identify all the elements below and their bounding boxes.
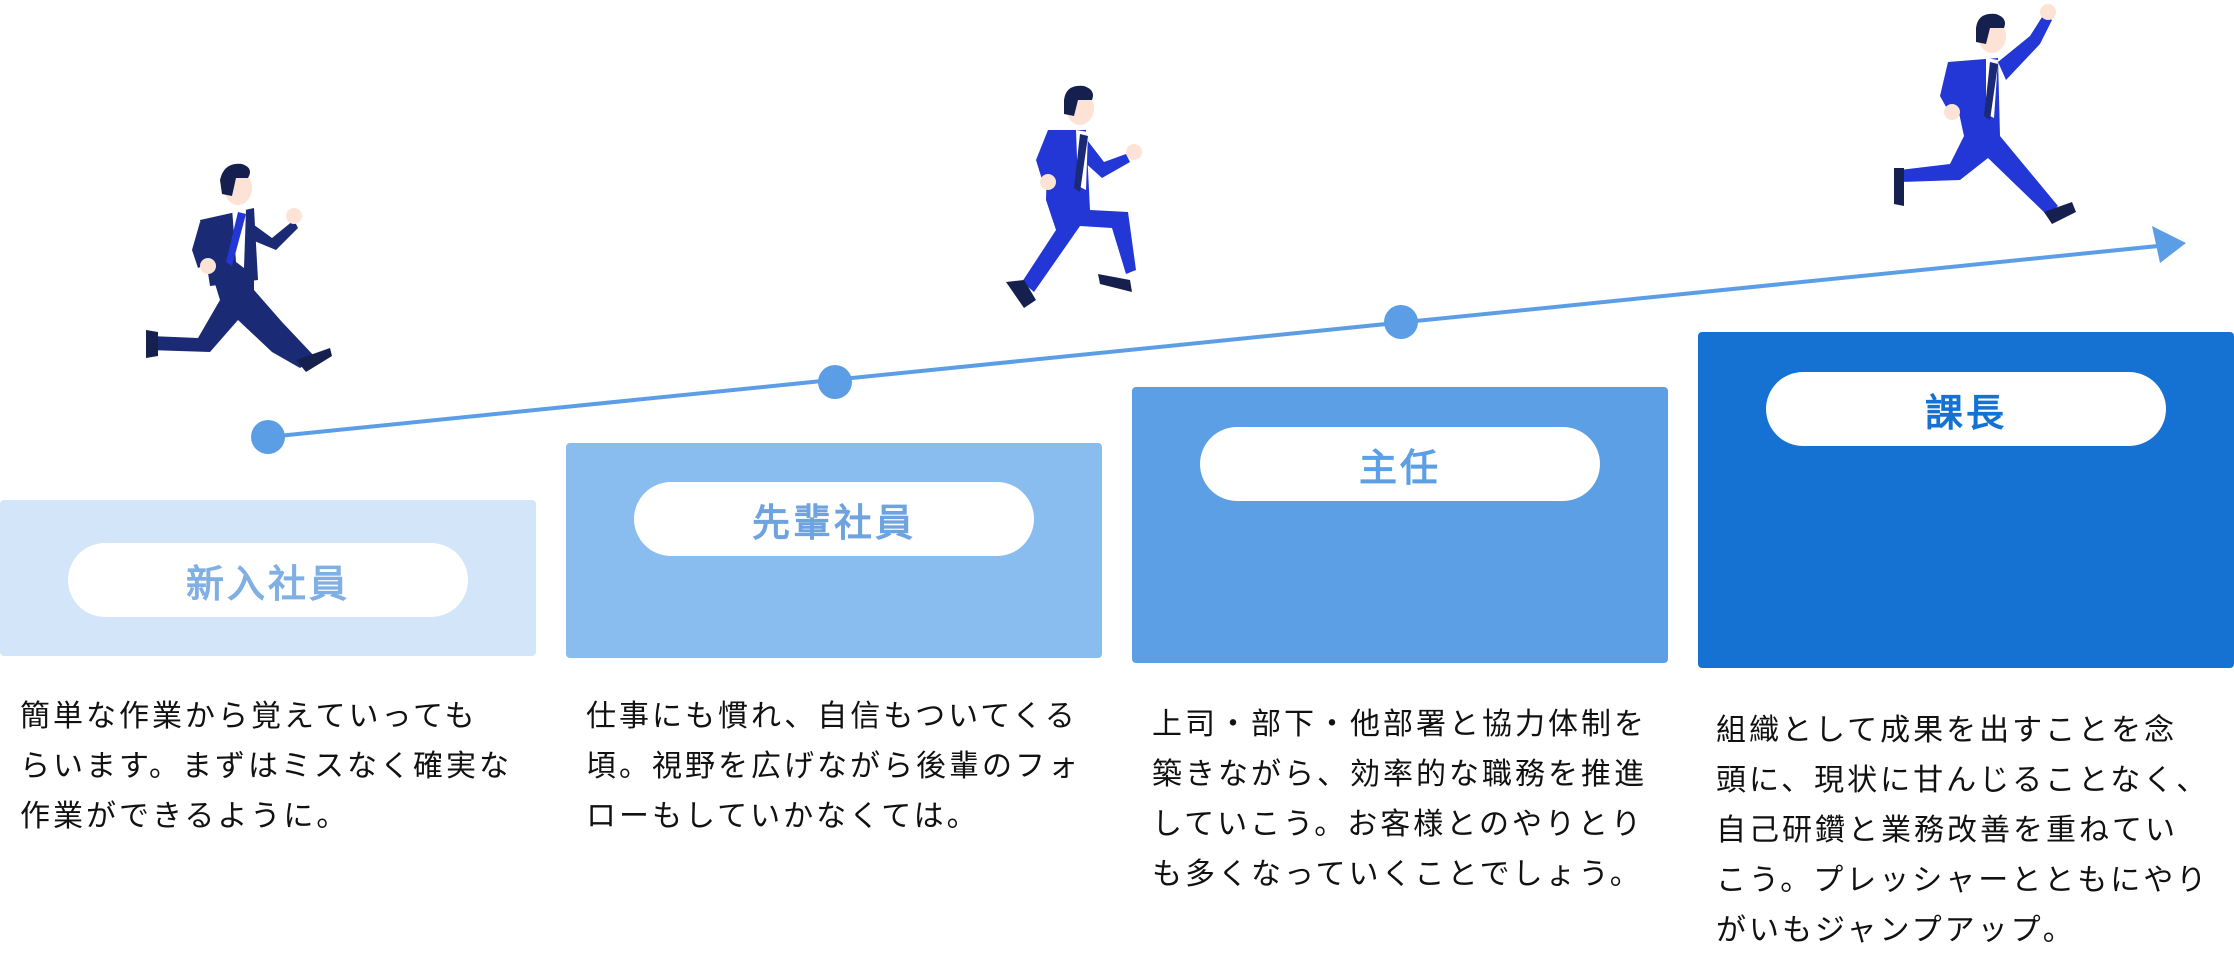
stage-label-manager: 課長 [1766, 372, 2166, 446]
desc-line: 作業ができるように。 [20, 799, 350, 834]
stage-description-manager: 組織として成果を出すことを念 頭に、現状に甘んじることなく、 自己研鑽と業務改善… [1716, 706, 2234, 956]
milestone-dot-3 [1384, 305, 1418, 339]
desc-line: 簡単な作業から覚えていっても [20, 699, 478, 734]
desc-line: こう。プレッシャーとともにやり [1716, 863, 2210, 898]
growth-arrow-line [267, 243, 2169, 439]
runner-1-icon [146, 163, 332, 372]
milestone-dot-1 [251, 420, 285, 454]
stage-label-senior-employee: 先輩社員 [634, 482, 1034, 556]
stage-description-senior-employee: 仕事にも慣れ、自信もついてくる 頃。視野を広げながら後輩のフォ ローもしていかな… [586, 692, 1106, 842]
desc-line: 上司・部下・他部署と協力体制を [1152, 707, 1647, 742]
desc-line: らいます。まずはミスなく確実な [20, 749, 512, 784]
milestone-dot-2 [818, 365, 852, 399]
desc-line: 頃。視野を広げながら後輩のフォ [586, 749, 1081, 784]
runner-3-icon [1894, 4, 2076, 224]
runner-2-icon [1006, 85, 1142, 308]
desc-line: も多くなっていくことでしょう。 [1152, 857, 1643, 892]
stage-label-chief: 主任 [1200, 427, 1600, 501]
stage-description-chief: 上司・部下・他部署と協力体制を 築きながら、効率的な職務を推進 していこう。お客… [1152, 700, 1672, 900]
stage-description-new-employee: 簡単な作業から覚えていっても らいます。まずはミスなく確実な 作業ができるように… [20, 692, 540, 842]
desc-line: 自己研鑽と業務改善を重ねてい [1716, 813, 2178, 848]
growth-arrow-head [2152, 226, 2186, 263]
desc-line: がいもジャンプアップ。 [1716, 913, 2076, 948]
desc-line: 仕事にも慣れ、自信もついてくる [586, 699, 1078, 734]
desc-line: 築きながら、効率的な職務を推進 [1152, 757, 1647, 792]
stage-label-new-employee: 新入社員 [68, 543, 468, 617]
desc-line: ローもしていかなくては。 [586, 799, 980, 834]
desc-line: 頭に、現状に甘んじることなく、 [1716, 763, 2210, 798]
desc-line: していこう。お客様とのやりとり [1152, 807, 1644, 842]
desc-line: 組織として成果を出すことを念 [1716, 713, 2178, 748]
